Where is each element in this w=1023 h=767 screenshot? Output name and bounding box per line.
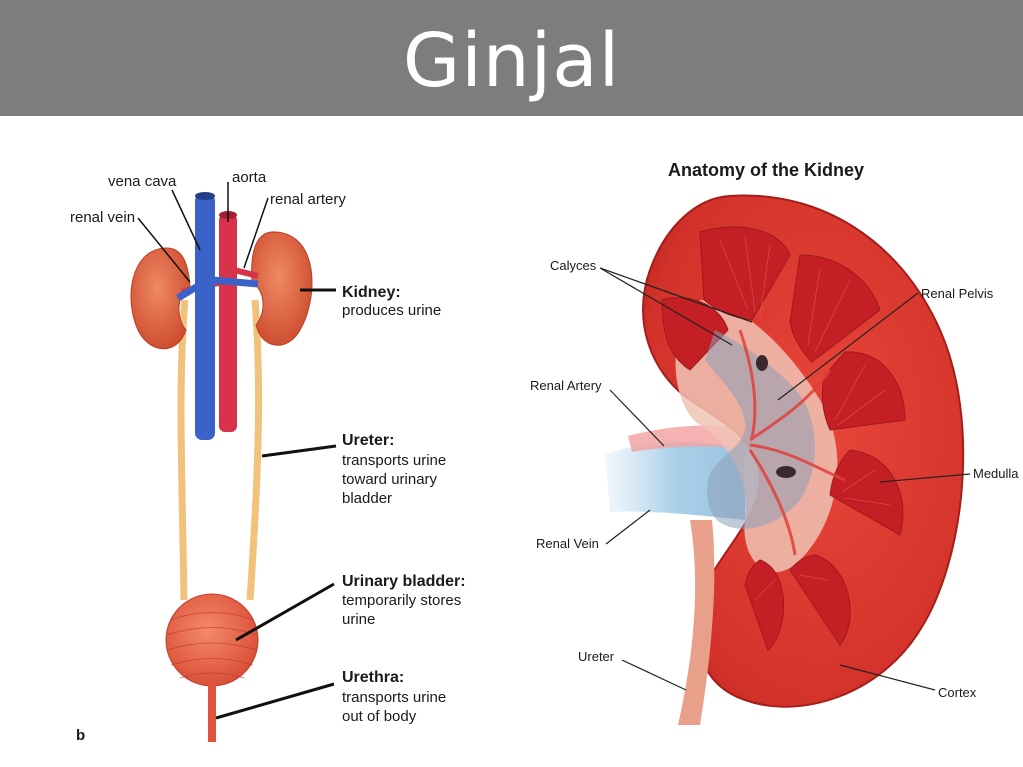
label-bladder-desc-2: urine — [342, 611, 375, 628]
label-bladder-desc-1: temporarily stores — [342, 592, 461, 609]
label-ureter-title: Ureter: — [342, 432, 394, 449]
medullary-pyramids — [661, 226, 906, 651]
bladder-texture — [166, 612, 258, 679]
renal-vein-left — [176, 282, 200, 302]
right-leader-lines — [599, 267, 971, 691]
label-ureter-desc-1: transports urine — [342, 452, 446, 469]
title-bar: Ginjal — [0, 0, 1023, 116]
label-renal-artery-right: Renal Artery — [530, 378, 602, 393]
label-kidney-title: Kidney: — [342, 284, 401, 301]
urinary-system-illustration: vena cava aorta renal artery renal vein … — [70, 169, 466, 744]
anatomy-heading: Anatomy of the Kidney — [668, 160, 864, 180]
urinary-bladder — [165, 593, 259, 687]
vessel-branches — [738, 329, 846, 556]
kidney-anatomy-illustration: Anatomy of the Kidney — [530, 160, 1019, 725]
label-vena-cava: vena cava — [108, 173, 177, 190]
right-ureter — [246, 299, 263, 601]
label-ureter-desc-3: bladder — [342, 490, 392, 507]
vena-cava-opening — [195, 192, 215, 200]
label-renal-artery: renal artery — [270, 191, 346, 208]
renal-vein-right — [211, 276, 259, 288]
label-kidney-desc-1: produces urine — [342, 302, 441, 319]
label-urethra-desc-1: transports urine — [342, 689, 446, 706]
label-renal-vein-right: Renal Vein — [536, 536, 599, 551]
pyramid-striations — [719, 235, 891, 601]
label-ureter-desc-2: toward urinary — [342, 471, 438, 488]
aorta — [219, 214, 237, 432]
label-renal-pelvis: Renal Pelvis — [921, 286, 994, 301]
label-urethra-title: Urethra: — [342, 669, 404, 686]
slide-title: Ginjal — [402, 18, 621, 104]
renal-pelvis — [705, 330, 815, 529]
left-leader-lines — [137, 182, 337, 720]
label-renal-vein: renal vein — [70, 209, 135, 226]
renal-artery-right — [233, 267, 259, 279]
right-kidney — [251, 231, 313, 346]
label-medulla: Medulla — [973, 466, 1019, 481]
left-kidney — [130, 247, 191, 350]
label-aorta: aorta — [232, 169, 267, 186]
label-ureter-right: Ureter — [578, 649, 615, 664]
label-bladder-title: Urinary bladder: — [342, 573, 466, 590]
calyx-spot-1 — [756, 355, 768, 371]
vena-cava — [195, 194, 215, 440]
label-cortex: Cortex — [938, 685, 977, 700]
calyx-spot-2 — [776, 466, 796, 478]
label-urethra-desc-2: out of body — [342, 708, 417, 725]
left-ureter — [177, 299, 189, 601]
ureter-tube — [678, 520, 715, 725]
panel-letter: b — [76, 727, 85, 744]
label-calyces: Calyces — [550, 258, 597, 273]
